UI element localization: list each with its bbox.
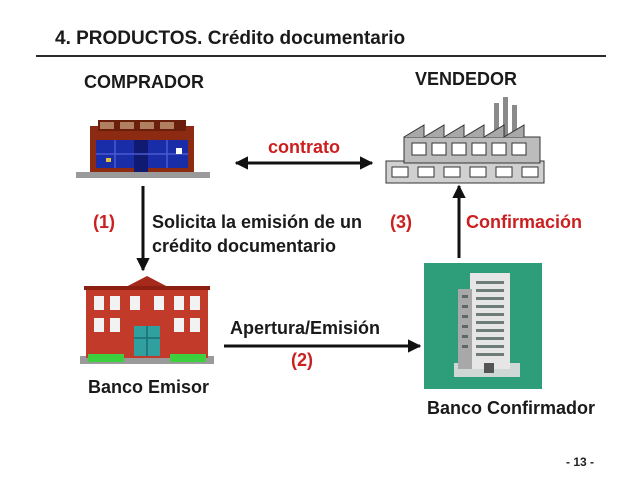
step1-number: (1) <box>93 212 115 232</box>
title-divider <box>36 55 606 57</box>
step1-text-line1: Solicita la emisión de un <box>152 212 363 232</box>
bank-building-icon <box>80 276 214 364</box>
factory-icon <box>385 97 545 184</box>
office-tower-icon <box>424 263 542 389</box>
step2-label: Apertura/Emisión <box>230 318 381 338</box>
store-icon <box>76 120 210 178</box>
contract-label: contrato <box>268 137 340 157</box>
step3-label: Confirmación <box>466 212 583 232</box>
confirming-bank-label: Banco Confirmador <box>427 398 596 418</box>
step3-number: (3) <box>390 212 412 232</box>
page-title: 4. PRODUCTOS. Crédito documentario <box>55 28 406 49</box>
issuing-bank-label: Banco Emisor <box>88 377 210 397</box>
step1-text-line2: crédito documentario <box>152 236 337 256</box>
buyer-label: COMPRADOR <box>84 72 204 92</box>
seller-label: VENDEDOR <box>415 69 518 89</box>
page-number: - 13 - <box>566 455 595 469</box>
step2-number: (2) <box>291 350 313 370</box>
